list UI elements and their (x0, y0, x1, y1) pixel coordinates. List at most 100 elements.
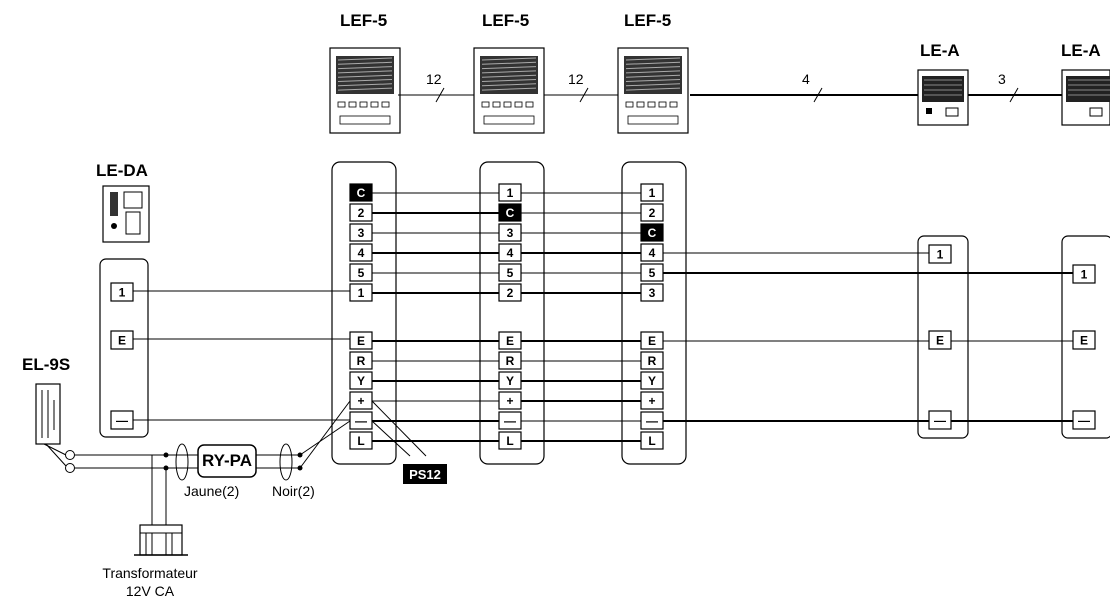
lea-2-terminal (1072, 330, 1096, 350)
lef5-a-terminal-label: 2 (358, 206, 365, 220)
leda-illustration (102, 185, 150, 243)
transformer-label-line1: Transformateur (102, 565, 198, 581)
lef5-c-terminal (640, 351, 664, 370)
lea-2-illustration (1061, 69, 1110, 126)
ps12-box (403, 464, 447, 484)
slash-mark (813, 87, 823, 103)
el9s-label: EL-9S (22, 355, 70, 374)
lef5-a-terminal (349, 243, 373, 262)
lef5-b-terminal (498, 351, 522, 370)
lea-2-terminal-label: — (1078, 414, 1090, 428)
lef5-b-terminal (498, 263, 522, 282)
lef5-a-terminal (349, 331, 373, 350)
slash-mark (579, 87, 589, 103)
lef5-a-terminal (349, 203, 373, 222)
leda-terminal (110, 330, 134, 350)
lef5-a-terminal-label: E (357, 334, 365, 348)
lea-2-terminal-label: E (1080, 334, 1088, 348)
lef5-a-terminal-label: 5 (358, 266, 365, 280)
transformer-illustration (134, 524, 188, 556)
lea-2-terminal (1072, 264, 1096, 284)
slash-mark (1009, 87, 1019, 103)
lea-1-terminal-label: — (934, 414, 946, 428)
lef5-a-terminal (349, 431, 373, 450)
lef5-b-terminal (498, 223, 522, 242)
lef5-a-terminal-label: Y (357, 374, 365, 388)
lef5-b-terminal (498, 331, 522, 350)
lef5-a-terminal-label: C (357, 186, 366, 200)
lef5-c-terminal (640, 411, 664, 430)
lef5-b-terminal-label: L (506, 434, 513, 448)
leda-terminal-label: — (116, 414, 128, 428)
lef5-a-terminal-label: — (355, 414, 367, 428)
lef5-c-terminal-label: — (646, 414, 658, 428)
lef5-b-terminal (498, 243, 522, 262)
lea-1-terminal (928, 410, 952, 430)
lea-1-illustration (917, 69, 969, 126)
el9s-illustration (35, 383, 75, 473)
lef5-c-label: LEF-5 (624, 11, 671, 30)
lef5-b-terminal-label: 4 (507, 246, 514, 260)
lef5-c-terminal (640, 263, 664, 282)
lef5-a-label: LEF-5 (340, 11, 387, 30)
lef5-a-terminal (349, 351, 373, 370)
noir-label: Noir(2) (272, 483, 315, 499)
lea-1-terminal-label: 1 (937, 248, 944, 262)
lef5-illustration-0 (329, 47, 401, 134)
lef5-b-terminal-label: R (506, 354, 515, 368)
lef5-a-terminal-label: L (357, 434, 364, 448)
lef5-b-terminal (498, 431, 522, 450)
lea-2-terminal (1072, 410, 1096, 430)
lef5-c-terminal-panel (621, 161, 687, 465)
lef5-unit-illustrations (329, 47, 689, 134)
lef5-c-terminal (640, 203, 664, 222)
lef5-b-terminal (498, 391, 522, 410)
lef5-b-terminal-label: — (504, 414, 516, 428)
lef5-illustration-2 (617, 47, 689, 134)
lef5-c-terminal (640, 243, 664, 262)
lef5-c-terminal (640, 371, 664, 390)
lef5-c-terminal-label: 5 (649, 266, 656, 280)
lef5-b-terminal-label: 2 (507, 286, 514, 300)
lef5-b-terminal-label: 3 (507, 226, 514, 240)
rypa-label: RY-PA (202, 451, 252, 470)
lef5-c-terminal-label: L (648, 434, 655, 448)
leda-terminal-label: E (118, 334, 126, 348)
leda-terminal (110, 410, 134, 430)
leda-terminal-label: 1 (119, 286, 126, 300)
lef5-b-terminal (498, 203, 522, 222)
lef5-c-terminal-label: + (648, 394, 655, 408)
lef5-b-terminal-label: 1 (507, 186, 514, 200)
wire-count-2: 12 (568, 71, 584, 87)
lef5-a-terminal-label: 3 (358, 226, 365, 240)
lef5-illustration-1 (473, 47, 545, 134)
lef5-c-terminal-label: 3 (649, 286, 656, 300)
ps12-label: PS12 (409, 467, 441, 482)
lef5-c-terminal-label: Y (648, 374, 656, 388)
lef5-b-terminal (498, 371, 522, 390)
lef5-a-terminal-label: + (357, 394, 364, 408)
lef5-a-terminal (349, 411, 373, 430)
lef5-b-terminal-panel (479, 161, 545, 465)
lef5-c-terminal-label: 2 (649, 206, 656, 220)
lef5-a-terminal (349, 223, 373, 242)
lef5-a-terminal (349, 263, 373, 282)
lef5-c-terminal-label: R (648, 354, 657, 368)
lef5-b-terminal-label: 5 (507, 266, 514, 280)
lef5-b-terminal-label: + (506, 394, 513, 408)
lef5-c-terminal-label: 1 (649, 186, 656, 200)
rypa-box (197, 444, 257, 478)
lef5-c-terminal (640, 331, 664, 350)
lef5-b-terminal-label: Y (506, 374, 514, 388)
lef5-b-terminal-label: E (506, 334, 514, 348)
lef5-c-terminal (640, 391, 664, 410)
lef5-c-terminal-label: E (648, 334, 656, 348)
lef5-a-terminal-label: 4 (358, 246, 365, 260)
transformer-label-line2: 12V CA (126, 583, 175, 599)
wire-count-4: 3 (998, 71, 1006, 87)
lef5-c-terminal (640, 431, 664, 450)
leda-terminal (110, 282, 134, 302)
lef5-c-terminal (640, 183, 664, 202)
lef5-b-label: LEF-5 (482, 11, 529, 30)
lef5-a-terminal (349, 391, 373, 410)
